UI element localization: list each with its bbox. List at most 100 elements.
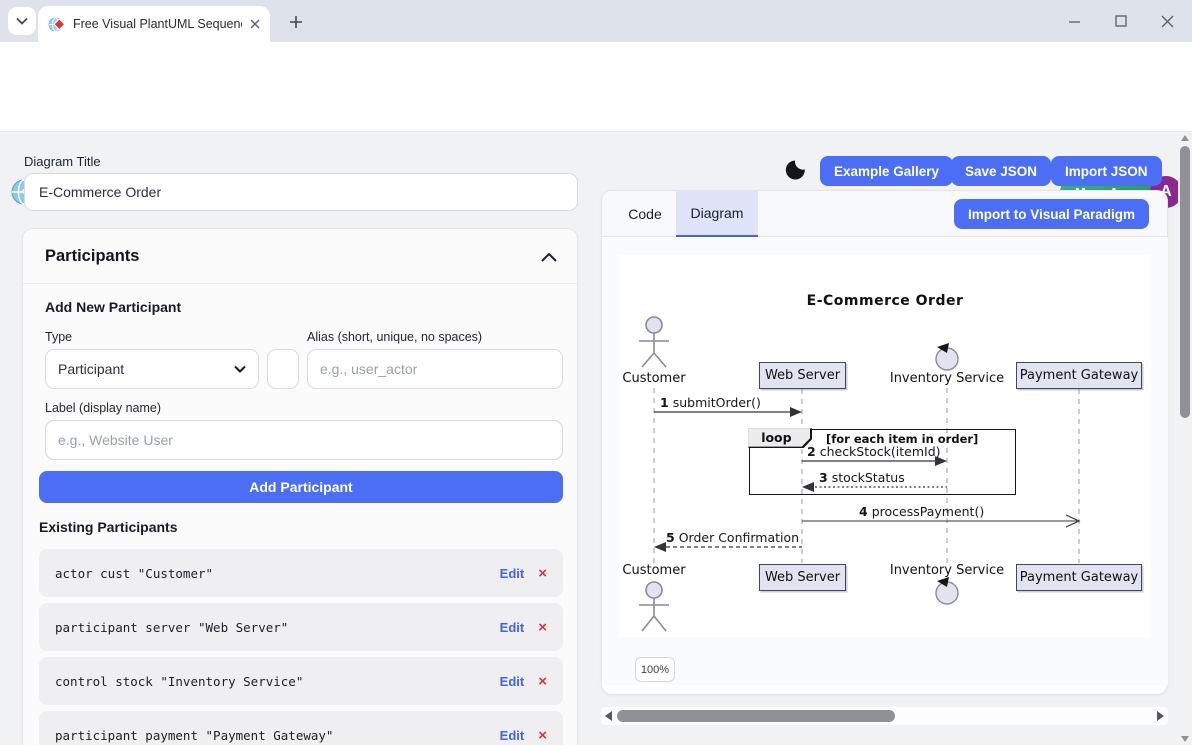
browser-titlebar: Free Visual PlantUML Sequence bbox=[0, 0, 1192, 42]
divider bbox=[23, 283, 577, 284]
display-name-input[interactable] bbox=[45, 420, 563, 460]
tab-diagram[interactable]: Diagram bbox=[676, 191, 758, 237]
participant-type-select[interactable]: Participant bbox=[45, 349, 259, 389]
message-arrows bbox=[654, 407, 1081, 552]
message-seq: 5 bbox=[666, 530, 675, 545]
participant-box-web-server-top: Web Server bbox=[759, 362, 846, 389]
participant-label-customer-top: Customer bbox=[622, 371, 686, 386]
edit-participant-button[interactable]: Edit bbox=[499, 673, 525, 689]
edit-participant-button[interactable]: Edit bbox=[499, 727, 525, 743]
lifelines bbox=[653, 388, 1080, 563]
diagram-title-input[interactable] bbox=[24, 173, 578, 211]
horizontal-scrollbar-thumb[interactable] bbox=[617, 710, 895, 722]
diagram-title-label: Diagram Title bbox=[24, 154, 101, 169]
edit-participant-button[interactable]: Edit bbox=[499, 619, 525, 635]
control-icon-inventory-top bbox=[935, 343, 959, 371]
message-text: processPayment() bbox=[871, 504, 985, 519]
participant-row: participant payment "Payment Gateway" Ed… bbox=[39, 711, 563, 745]
close-window-icon[interactable] bbox=[1161, 15, 1174, 28]
select-chevron-icon bbox=[234, 365, 246, 373]
diagram-viewport[interactable]: E-Commerce Order Customer Web Server Inv… bbox=[603, 238, 1168, 685]
tab-title: Free Visual PlantUML Sequence bbox=[73, 17, 242, 31]
sequence-diagram-canvas: E-Commerce Order Customer Web Server Inv… bbox=[619, 255, 1151, 637]
loop-label: loop bbox=[748, 428, 811, 447]
scroll-down-arrow[interactable] bbox=[1181, 736, 1189, 742]
browser-tab[interactable]: Free Visual PlantUML Sequence bbox=[38, 6, 270, 42]
vertical-scrollbar[interactable] bbox=[1178, 132, 1192, 745]
import-to-visual-paradigm-button[interactable]: Import to Visual Paradigm bbox=[954, 199, 1150, 229]
add-participant-button[interactable]: Add Participant bbox=[39, 471, 563, 503]
add-new-participant-title: Add New Participant bbox=[45, 299, 182, 315]
message-seq: 3 bbox=[819, 470, 828, 485]
message-seq: 1 bbox=[660, 395, 669, 410]
tab-close-icon[interactable] bbox=[250, 19, 260, 29]
save-json-button[interactable]: Save JSON bbox=[951, 156, 1052, 186]
vertical-scrollbar-thumb[interactable] bbox=[1180, 146, 1190, 418]
participant-code: participant server "Web Server" bbox=[55, 619, 289, 635]
participant-code: participant payment "Payment Gateway" bbox=[55, 727, 334, 743]
loop-fragment: loop [for each item in order] bbox=[748, 428, 1016, 495]
delete-participant-icon[interactable]: × bbox=[538, 672, 547, 690]
moon-icon bbox=[785, 160, 805, 180]
message-seq: 4 bbox=[859, 504, 868, 519]
participant-label-inventory-top: Inventory Service bbox=[889, 371, 1005, 386]
participants-card: Participants Add New Participant Type Pa… bbox=[22, 228, 578, 745]
participants-section-title: Participants bbox=[45, 247, 140, 265]
edit-participant-button[interactable]: Edit bbox=[499, 565, 525, 581]
delete-participant-icon[interactable]: × bbox=[538, 726, 547, 744]
browser-toolbar: ai-toolbox.visual-paradigm.com/app/plant… bbox=[0, 42, 1192, 120]
actor-icon-customer-top bbox=[639, 316, 669, 368]
scroll-right-arrow[interactable] bbox=[1157, 711, 1164, 721]
alias-input[interactable] bbox=[307, 349, 563, 389]
diagram-title: E-Commerce Order bbox=[806, 293, 964, 309]
existing-participants-title: Existing Participants bbox=[39, 519, 178, 535]
import-json-button[interactable]: Import JSON bbox=[1051, 156, 1162, 186]
visual-paradigm-favicon-icon bbox=[48, 16, 65, 32]
participant-code: control stock "Inventory Service" bbox=[55, 673, 304, 689]
horizontal-scrollbar[interactable] bbox=[601, 707, 1168, 725]
app-header: PlantUML Sequence Diagram Builder Powere… bbox=[0, 84, 1192, 208]
tab-search-button[interactable] bbox=[8, 7, 36, 35]
participant-row: participant server "Web Server" Edit × bbox=[39, 603, 563, 651]
scroll-left-arrow[interactable] bbox=[605, 711, 612, 721]
actor-icon-customer-bottom bbox=[639, 581, 669, 632]
example-gallery-button[interactable]: Example Gallery bbox=[820, 156, 954, 186]
participant-box-payment-top: Payment Gateway bbox=[1016, 362, 1142, 389]
chevron-up-icon[interactable] bbox=[541, 249, 557, 267]
participant-box-web-server-bottom: Web Server bbox=[759, 564, 846, 591]
zoom-level-badge[interactable]: 100% bbox=[635, 657, 675, 682]
diagram-card: Code Diagram Import to Visual Paradigm bbox=[601, 190, 1168, 695]
scroll-up-arrow[interactable] bbox=[1181, 135, 1189, 141]
message-text: submitOrder() bbox=[672, 395, 761, 410]
participant-row: control stock "Inventory Service" Edit × bbox=[39, 657, 563, 705]
delete-participant-icon[interactable]: × bbox=[538, 618, 547, 636]
participant-box-payment-bottom: Payment Gateway bbox=[1016, 564, 1142, 591]
message-text: Order Confirmation bbox=[678, 530, 800, 545]
maximize-icon[interactable] bbox=[1115, 15, 1127, 27]
diagram-shapes bbox=[639, 316, 1081, 632]
tab-code[interactable]: Code bbox=[628, 206, 662, 222]
chevron-down-icon bbox=[16, 17, 28, 25]
message-text: checkStock(itemId) bbox=[819, 444, 941, 459]
participant-row: actor cust "Customer" Edit × bbox=[39, 549, 563, 597]
message-seq: 2 bbox=[807, 444, 816, 459]
type-label: Type bbox=[45, 330, 73, 344]
dark-mode-toggle[interactable] bbox=[783, 158, 807, 182]
participant-label-customer-bottom: Customer bbox=[622, 563, 686, 578]
alias-label: Alias (short, unique, no spaces) bbox=[307, 330, 483, 344]
loop-label-pentagon: loop bbox=[748, 428, 813, 449]
control-icon-inventory-bottom bbox=[935, 577, 959, 605]
window-controls bbox=[1068, 0, 1182, 42]
new-tab-button[interactable] bbox=[284, 10, 308, 34]
tab-bar: Code Diagram Import to Visual Paradigm bbox=[602, 191, 1167, 237]
message-text: stockStatus bbox=[831, 470, 905, 485]
delete-participant-icon[interactable]: × bbox=[538, 564, 547, 582]
participant-color-box[interactable] bbox=[267, 349, 299, 389]
participant-label-inventory-bottom: Inventory Service bbox=[889, 563, 1005, 578]
minimize-icon[interactable] bbox=[1068, 15, 1081, 28]
